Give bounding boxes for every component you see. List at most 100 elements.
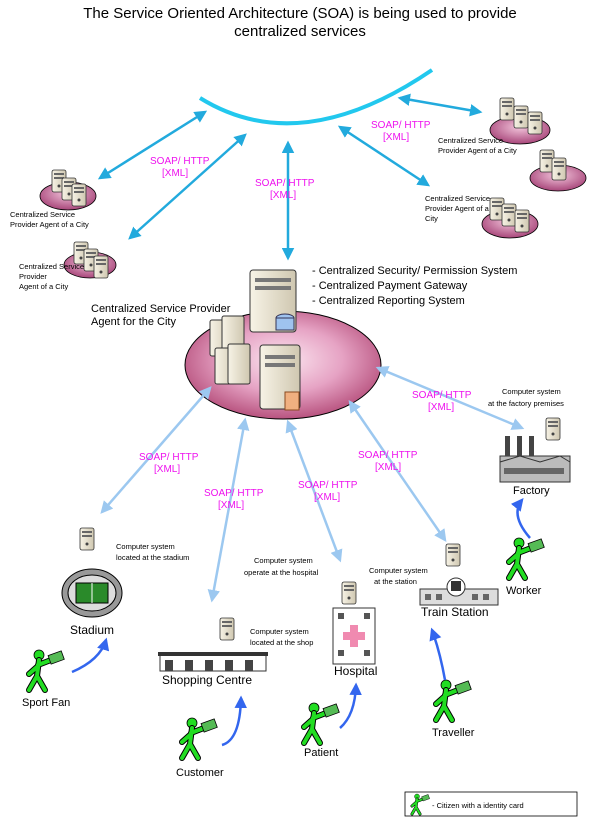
soap-label-hospital: SOAP/ HTTP [XML]	[298, 480, 358, 503]
svg-text:[XML]: [XML]	[218, 500, 244, 511]
factory-server-icon	[545, 417, 561, 441]
factory-icon	[499, 436, 571, 483]
svg-text:Centralized Service: Centralized Service	[19, 262, 84, 271]
soap-label-factory: SOAP/ HTTP [XML]	[412, 390, 472, 413]
arrow-shop	[207, 417, 250, 603]
svg-text:Computer system: Computer system	[502, 387, 561, 396]
citizen-traveller: Traveller	[429, 627, 475, 739]
central-feature-1: - Centralized Security/ Permission Syste…	[312, 265, 517, 277]
svg-text:Factory: Factory	[513, 485, 550, 497]
svg-text:SOAP/ HTTP: SOAP/ HTTP	[255, 178, 315, 189]
soap-label-upper-left: SOAP/ HTTP [XML]	[150, 156, 210, 179]
city-agent-right-1: Centralized Service Provider Agent of a …	[438, 97, 551, 155]
arrow-left-agent-2	[128, 133, 247, 240]
svg-text:Customer: Customer	[176, 767, 224, 779]
svg-text:Provider Agent of a City: Provider Agent of a City	[10, 220, 89, 229]
svg-text:located at the shop: located at the shop	[250, 638, 313, 647]
svg-text:[XML]: [XML]	[314, 492, 340, 503]
svg-text:operate at the hospital: operate at the hospital	[244, 568, 319, 577]
patient-citizen-icon	[304, 703, 339, 743]
arrow-station	[348, 399, 447, 543]
shop-server-icon	[219, 617, 235, 641]
svg-text:Agent of a City: Agent of a City	[19, 282, 68, 291]
hospital-server-icon	[341, 581, 357, 605]
citizen-patient: Patient	[304, 682, 362, 759]
station-site: Computer system at the station Train Sta…	[369, 543, 499, 619]
legend-box: - Citizen with a identity card	[404, 791, 578, 817]
citizen-customer: Customer	[176, 695, 248, 779]
svg-text:[XML]: [XML]	[383, 132, 409, 143]
svg-text:Computer system: Computer system	[116, 542, 175, 551]
soap-label-stadium: SOAP/ HTTP [XML]	[139, 452, 199, 475]
arrow-stadium	[100, 386, 212, 514]
central-label-line-2: Agent for the City	[91, 316, 176, 328]
svg-text:SOAP/ HTTP: SOAP/ HTTP	[204, 488, 264, 499]
svg-text:City: City	[425, 214, 438, 223]
arrow-factory	[375, 366, 525, 430]
hospital-icon	[332, 607, 376, 665]
network-backbone	[198, 68, 434, 126]
soap-label-upper-center: SOAP/ HTTP [XML]	[255, 178, 315, 201]
svg-text:Provider: Provider	[19, 272, 47, 281]
city-agent-left-1: Centralized Service Provider Agent of a …	[10, 169, 97, 229]
shop-icon	[158, 652, 268, 672]
svg-text:Centralized Service: Centralized Service	[425, 194, 490, 203]
traveller-citizen-icon	[436, 680, 471, 720]
svg-text:Provider Agent of a: Provider Agent of a	[425, 204, 490, 213]
title-line-1: The Service Oriented Architecture (SOA) …	[83, 5, 517, 22]
stadium-site: Computer system located at the stadium S…	[61, 527, 189, 637]
arrow-right-agent-2	[337, 125, 431, 187]
arrow-right-agent-1	[397, 93, 483, 117]
svg-text:[XML]: [XML]	[270, 190, 296, 201]
train-station-icon	[419, 577, 499, 606]
svg-text:Centralized Service: Centralized Service	[10, 210, 75, 219]
svg-text:SOAP/ HTTP: SOAP/ HTTP	[298, 480, 358, 491]
svg-text:[XML]: [XML]	[154, 464, 180, 475]
hospital-site: Computer system operate at the hospital …	[244, 556, 377, 678]
svg-text:Stadium: Stadium	[70, 623, 114, 637]
svg-text:[XML]: [XML]	[428, 402, 454, 413]
city-agent-right-3: Centralized Service Provider Agent of a …	[425, 194, 539, 239]
svg-text:Shopping Centre: Shopping Centre	[162, 673, 252, 687]
soap-label-station: SOAP/ HTTP [XML]	[358, 450, 418, 473]
svg-text:SOAP/ HTTP: SOAP/ HTTP	[358, 450, 418, 461]
title-line-2: centralized services	[234, 23, 366, 40]
svg-text:Sport Fan: Sport Fan	[22, 697, 70, 709]
central-feature-3: - Centralized Reporting System	[312, 295, 465, 307]
soap-label-shop: SOAP/ HTTP [XML]	[204, 488, 264, 511]
central-hub	[184, 269, 382, 420]
stadium-server-icon	[79, 527, 95, 551]
svg-text:[XML]: [XML]	[375, 462, 401, 473]
svg-text:Worker: Worker	[506, 585, 542, 597]
svg-text:Centralized Service: Centralized Service	[438, 136, 503, 145]
svg-text:SOAP/ HTTP: SOAP/ HTTP	[150, 156, 210, 167]
city-agent-left-2: Centralized Service Provider Agent of a …	[19, 241, 117, 291]
svg-text:[XML]: [XML]	[162, 168, 188, 179]
factory-site: Computer system at the factory premises …	[488, 387, 571, 497]
svg-text:Hospital: Hospital	[334, 664, 377, 678]
svg-text:Computer system: Computer system	[254, 556, 313, 565]
arrow-hospital	[285, 419, 343, 563]
svg-text:Computer system: Computer system	[369, 566, 428, 575]
sport-fan-citizen-icon	[29, 650, 64, 690]
svg-text:at the factory premises: at the factory premises	[488, 399, 564, 408]
customer-citizen-icon	[182, 718, 217, 758]
stadium-icon	[61, 568, 123, 618]
citizen-sport-fan: Sport Fan	[22, 637, 110, 709]
citizen-worker: Worker	[506, 498, 544, 597]
svg-text:Provider Agent of a City: Provider Agent of a City	[438, 146, 517, 155]
shop-site: Computer system located at the shop Shop…	[158, 617, 313, 687]
arrow-left-agent-1	[97, 110, 208, 180]
svg-text:SOAP/ HTTP: SOAP/ HTTP	[371, 120, 431, 131]
worker-citizen-icon	[509, 538, 544, 578]
city-agent-right-2	[529, 149, 587, 192]
svg-text:SOAP/ HTTP: SOAP/ HTTP	[139, 452, 199, 463]
svg-text:Traveller: Traveller	[432, 727, 475, 739]
svg-text:SOAP/ HTTP: SOAP/ HTTP	[412, 390, 472, 401]
legend-text: - Citizen with a identity card	[432, 801, 524, 810]
svg-text:Train Station: Train Station	[421, 605, 489, 619]
central-label-line-1: Centralized Service Provider	[91, 303, 231, 315]
svg-text:Patient: Patient	[304, 747, 338, 759]
